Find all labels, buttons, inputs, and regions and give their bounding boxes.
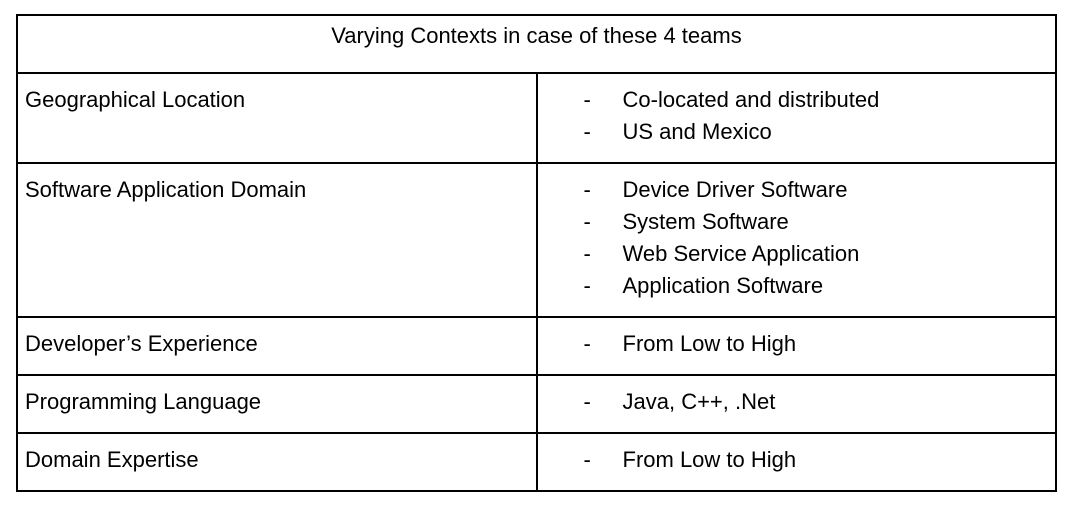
list-item: - Device Driver Software — [538, 174, 1048, 206]
list-item-text: System Software — [622, 209, 789, 234]
dash-bullet: - — [583, 177, 591, 202]
list-item: - Application Software — [538, 270, 1048, 302]
list-item-text: Device Driver Software — [622, 177, 848, 202]
dash-bullet: - — [583, 273, 591, 298]
context-label: Developer’s Experience — [25, 331, 258, 356]
context-values-cell: - Java, C++, .Net — [535, 374, 1057, 434]
list-item: - Java, C++, .Net — [538, 386, 1048, 418]
table-container: Varying Contexts in case of these 4 team… — [16, 14, 1057, 492]
context-label-cell: Domain Expertise — [16, 432, 538, 492]
dash-bullet: - — [583, 209, 591, 234]
list-item: - Co-located and distributed — [538, 84, 1048, 116]
list-item-text: Co-located and distributed — [622, 87, 880, 112]
context-values-cell: - Device Driver Software - System Softwa… — [535, 162, 1057, 318]
list-item-text: From Low to High — [622, 331, 797, 356]
context-label: Domain Expertise — [25, 447, 199, 472]
context-values-cell: - Co-located and distributed - US and Me… — [535, 72, 1057, 164]
list-item-text: Web Service Application — [622, 241, 860, 266]
context-label-cell: Developer’s Experience — [16, 316, 538, 376]
list-item-text: US and Mexico — [622, 119, 772, 144]
list-item-text: Application Software — [622, 273, 824, 298]
dash-bullet: - — [583, 389, 591, 414]
context-label-cell: Geographical Location — [16, 72, 538, 164]
table-row: Programming Language - Java, C++, .Net — [16, 374, 1057, 434]
dash-bullet: - — [583, 119, 591, 144]
varying-contexts-table: Varying Contexts in case of these 4 team… — [16, 14, 1057, 492]
table-row: Software Application Domain - Device Dri… — [16, 162, 1057, 318]
list-item-text: From Low to High — [622, 447, 797, 472]
table-row: Developer’s Experience - From Low to Hig… — [16, 316, 1057, 376]
dash-bullet: - — [583, 331, 591, 356]
list-item: - Web Service Application — [538, 238, 1048, 270]
context-values-cell: - From Low to High — [535, 316, 1057, 376]
context-label: Geographical Location — [25, 87, 246, 112]
list-item-text: Java, C++, .Net — [622, 389, 776, 414]
dash-bullet: - — [583, 87, 591, 112]
table-row: Geographical Location - Co-located and d… — [16, 72, 1057, 164]
dash-bullet: - — [583, 241, 591, 266]
list-item: - From Low to High — [538, 328, 1048, 360]
context-label-cell: Programming Language — [16, 374, 538, 434]
context-label: Software Application Domain — [25, 177, 307, 202]
dash-bullet: - — [583, 447, 591, 472]
context-label: Programming Language — [25, 389, 262, 414]
list-item: - From Low to High — [538, 444, 1048, 476]
table-title-row: Varying Contexts in case of these 4 team… — [16, 14, 1057, 74]
list-item: - System Software — [538, 206, 1048, 238]
table-title: Varying Contexts in case of these 4 team… — [16, 14, 1057, 74]
list-item: - US and Mexico — [538, 116, 1048, 148]
context-label-cell: Software Application Domain — [16, 162, 538, 318]
context-values-cell: - From Low to High — [535, 432, 1057, 492]
table-row: Domain Expertise - From Low to High — [16, 432, 1057, 492]
